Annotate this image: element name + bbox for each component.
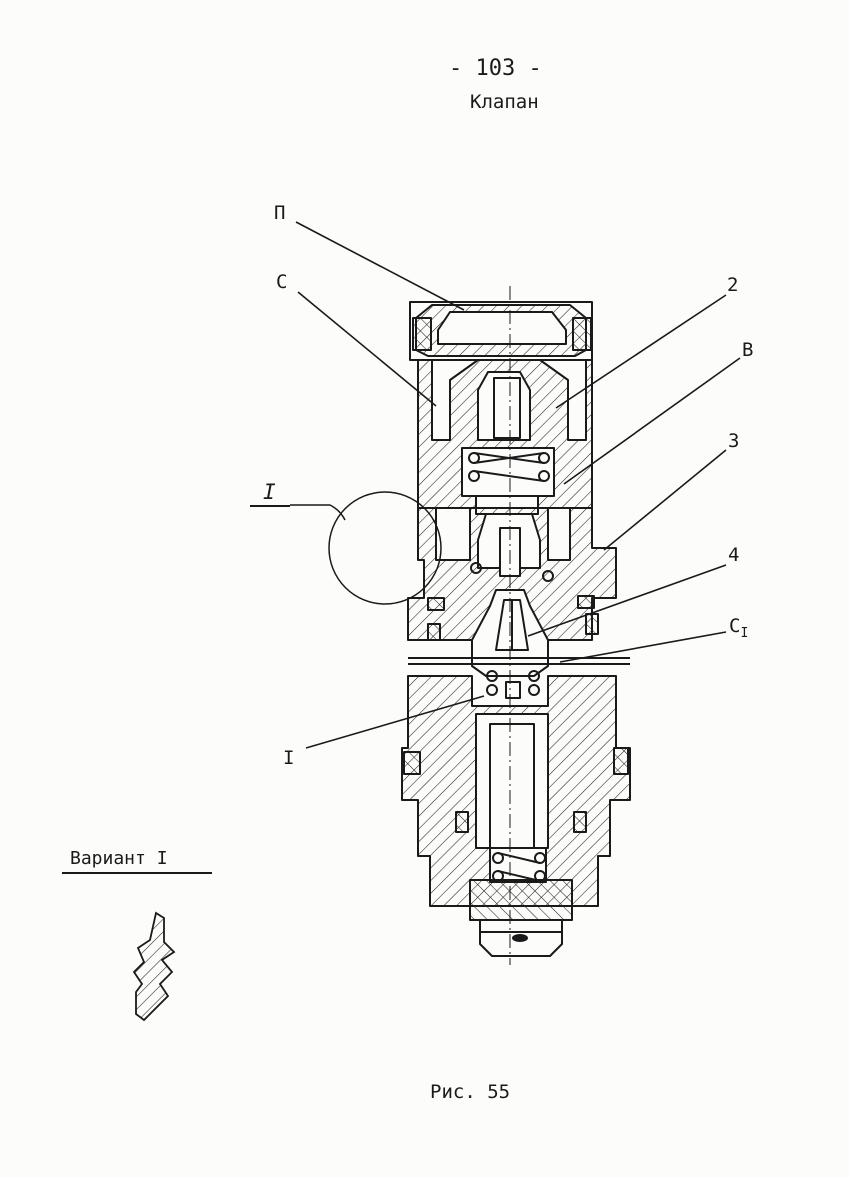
middle-body	[407, 507, 617, 641]
bottom-screw	[469, 879, 573, 957]
callout-label-c: С	[276, 271, 288, 293]
callout-label-2: 2	[727, 274, 739, 296]
detail-callout-leader	[250, 505, 290, 507]
callout-label-p: П	[274, 202, 286, 224]
variant-underline	[62, 872, 212, 874]
callout-label-c1: СI	[729, 617, 748, 640]
upper-body	[417, 359, 593, 515]
callout-label-4: 4	[728, 544, 740, 566]
figure-caption: Рис. 55	[430, 1081, 511, 1103]
page-title: Клапан	[470, 91, 539, 113]
callout-label-3: 3	[728, 430, 740, 452]
detail-circle	[328, 491, 442, 605]
variant-fragment	[132, 911, 176, 1022]
callout-label-i: I	[283, 747, 295, 769]
callout-c1-subscript: I	[740, 625, 749, 641]
callout-c1-main: С	[729, 615, 741, 637]
variant-label: Вариант I	[70, 848, 168, 869]
page-number: - 103 -	[449, 56, 542, 81]
callout-label-b: В	[742, 339, 754, 361]
detail-callout-label: I	[263, 480, 276, 504]
top-cap	[409, 301, 593, 361]
lower-body	[401, 670, 631, 907]
